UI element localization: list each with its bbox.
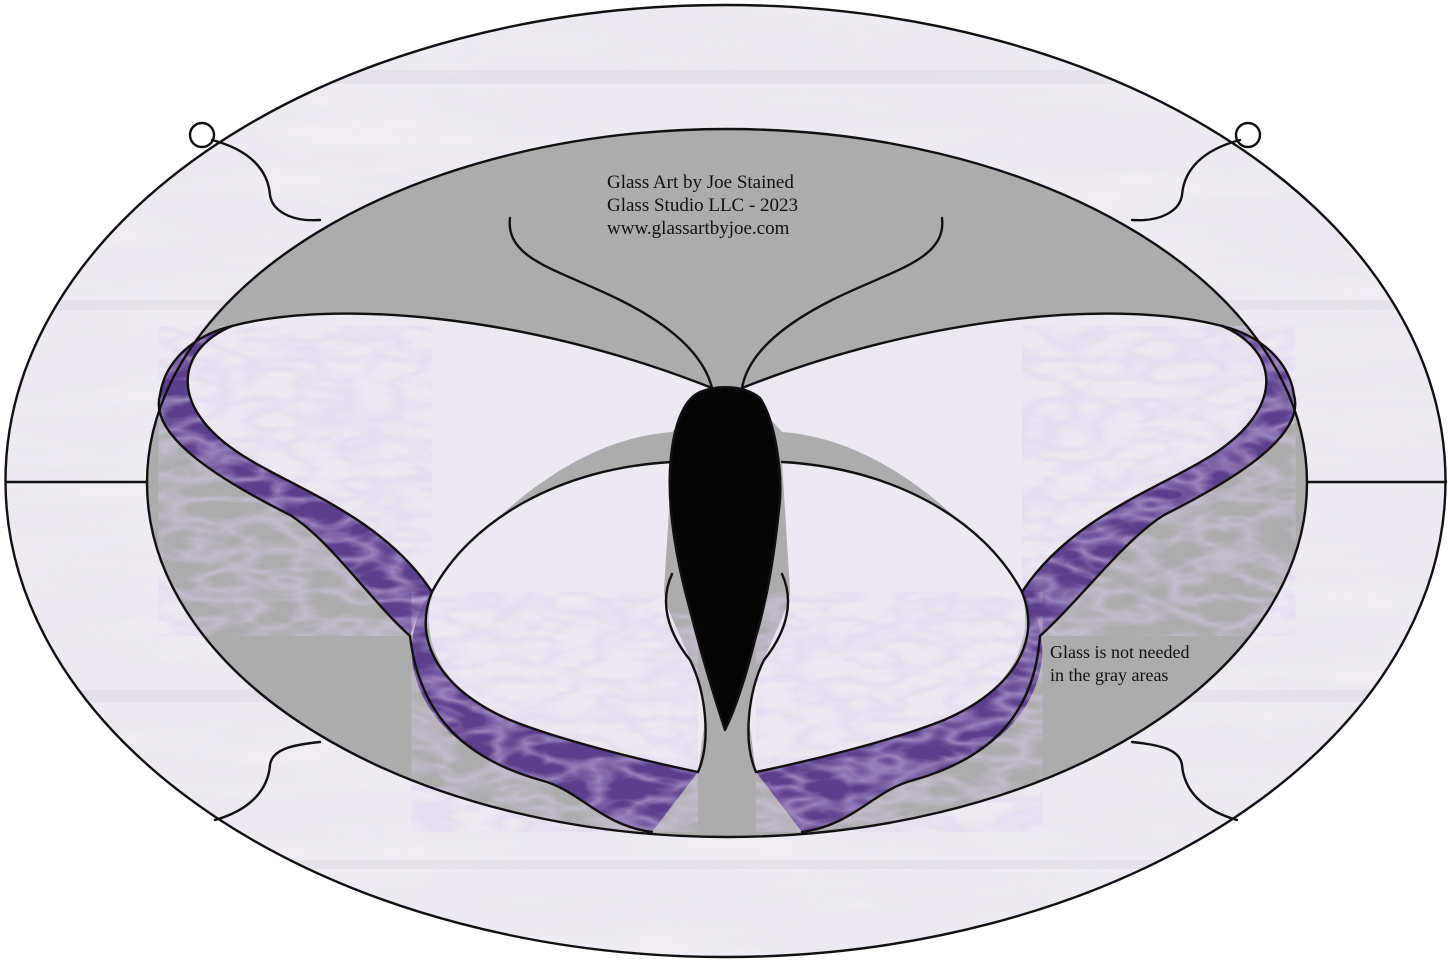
credit-line-1: Glass Art by Joe Stained [607,172,794,193]
credits-block: Glass Art by Joe Stained Glass Studio LL… [607,172,798,239]
lower-right-wing [749,462,1026,772]
lower-left-purple-band [411,592,698,832]
upper-left-wing [187,313,712,592]
gray-area-note: Glass is not needed in the gray areas [1050,642,1189,685]
note-line-2: in the gray areas [1050,665,1168,685]
butterfly-body [669,387,781,730]
lower-right-purple-band [756,592,1043,832]
upper-right-purple-band [1022,326,1296,636]
lead-lines [4,3,1448,959]
credit-line-3: www.glassartbyjoe.com [607,218,790,239]
note-line-1: Glass is not needed [1050,642,1189,662]
upper-right-wing [742,313,1267,592]
credit-line-2: Glass Studio LLC - 2023 [607,195,798,216]
upper-left-purple-band [158,326,433,636]
lower-left-wing [428,462,705,772]
